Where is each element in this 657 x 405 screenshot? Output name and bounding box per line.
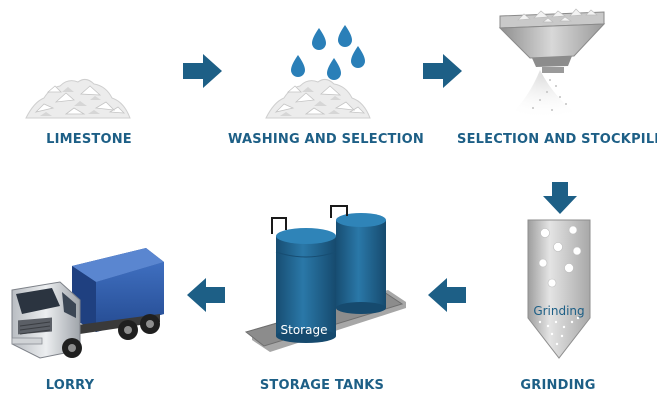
hopper-icon bbox=[498, 8, 606, 120]
arrow-down-icon bbox=[543, 182, 577, 214]
storage-tanks-label: STORAGE TANKS bbox=[259, 378, 385, 393]
grinding-inner-label: Grinding bbox=[533, 304, 584, 318]
grinding-label: GRINDING bbox=[520, 378, 596, 393]
limestone-pile-icon bbox=[25, 78, 131, 119]
truck-icon bbox=[11, 248, 164, 359]
arrow-left-icon bbox=[187, 278, 225, 312]
stockpile-label: SELECTION AND STOCKPILE bbox=[457, 132, 657, 147]
storage-tank-icon bbox=[244, 205, 406, 352]
arrow-right-icon bbox=[183, 54, 222, 88]
washing-rock-pile-icon bbox=[265, 78, 371, 119]
washing-label: WASHING AND SELECTION bbox=[227, 132, 424, 147]
water-drop-icon bbox=[291, 25, 365, 80]
grinder-icon bbox=[527, 219, 591, 359]
lorry-label: LORRY bbox=[45, 378, 95, 393]
arrow-right-icon bbox=[423, 54, 462, 88]
storage-inner-label: Storage bbox=[281, 323, 328, 337]
limestone-label: LIMESTONE bbox=[46, 132, 132, 147]
arrow-left-icon bbox=[428, 278, 466, 312]
